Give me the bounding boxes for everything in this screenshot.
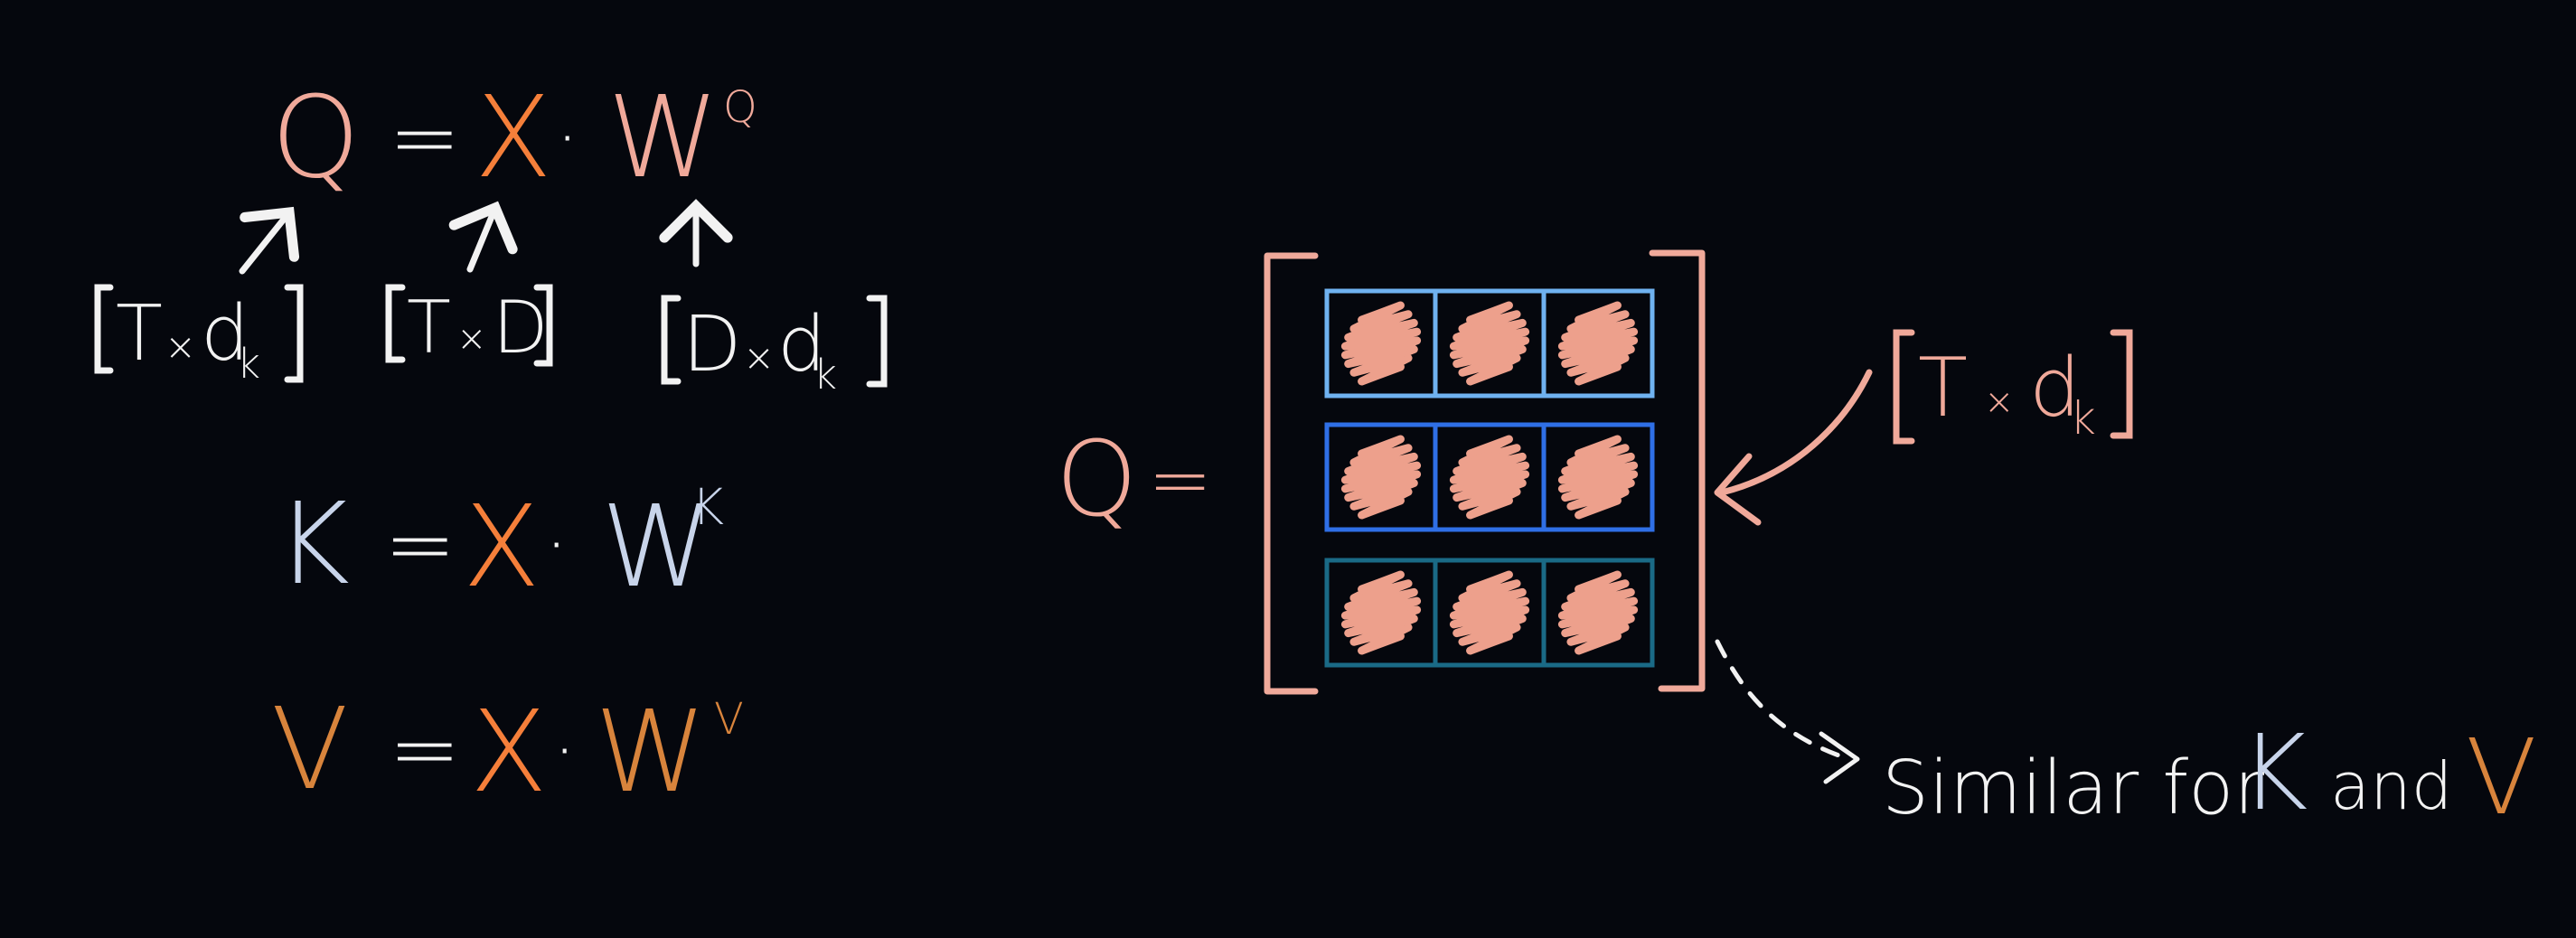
matrix-equation: Q =	[1056, 419, 1212, 540]
arrow-to-x	[448, 201, 518, 273]
matrix-equals: =	[1148, 436, 1212, 525]
matrix-lhs: Q	[1056, 419, 1138, 540]
note: Similar for K and V	[1882, 713, 2537, 839]
q-w: W	[607, 72, 719, 203]
dim-x-a: T	[407, 286, 451, 370]
k-w-superscript: K	[691, 478, 724, 536]
bracket-right	[284, 284, 304, 383]
note-k: K	[2240, 713, 2308, 834]
note-and: and	[2330, 748, 2452, 824]
matrix-cell-fill	[1571, 318, 1625, 369]
arrow-to-q	[239, 206, 300, 275]
q-equals: =	[389, 89, 461, 188]
matrix-dim-arrow	[1714, 369, 1873, 526]
dim-label-w: D × d k	[661, 295, 888, 399]
dim-x-op: ×	[456, 318, 487, 360]
q-w-superscript: Q	[723, 82, 757, 133]
dim-label-q: T × d k	[94, 284, 304, 388]
k-lhs: K	[276, 479, 350, 610]
matrix-cell-fill	[1354, 318, 1408, 369]
equation-k: K = X · W K	[276, 478, 724, 613]
bracket-left	[385, 284, 406, 363]
q-x: X	[475, 72, 552, 203]
note-arrow	[1715, 639, 1860, 784]
bracket-right	[533, 284, 553, 367]
dim-q-sub: k	[237, 340, 260, 388]
bracket-left	[94, 284, 114, 374]
k-dot: ·	[545, 502, 568, 586]
v-dot: ·	[553, 708, 576, 793]
matrix-row	[1324, 288, 1655, 399]
k-equals: =	[384, 495, 456, 595]
matrix-row	[1324, 558, 1655, 668]
dim-w-a: D	[682, 300, 741, 389]
matrix-cell-fill	[1571, 587, 1625, 638]
matrix-cell-fill	[1462, 318, 1517, 369]
matrix-row	[1324, 422, 1655, 532]
v-w-superscript: V	[714, 694, 744, 745]
bracket-right	[2110, 329, 2133, 439]
equation-v: V = X · W V	[271, 684, 744, 818]
matrix-cell-fill	[1462, 452, 1517, 502]
matrix-dim-sub: k	[2070, 392, 2096, 445]
dim-label-x: T × D	[385, 284, 553, 370]
bracket-right	[866, 295, 888, 388]
dim-x-b: D	[493, 286, 549, 370]
dim-q-a: T	[116, 289, 163, 379]
v-equals: =	[389, 700, 461, 800]
dim-w-b: d	[777, 300, 826, 389]
v-x: X	[470, 687, 548, 818]
dim-q-op: ×	[165, 324, 196, 369]
dim-q-b: d	[201, 289, 249, 379]
matrix-cell-fill	[1462, 587, 1517, 638]
equation-q: Q = X · W Q	[271, 72, 757, 203]
matrix-cell-fill	[1571, 452, 1625, 502]
note-prefix: Similar for	[1882, 746, 2264, 831]
q-dot: ·	[556, 96, 578, 180]
matrix-dim-op: ×	[1984, 381, 2015, 423]
matrix-dim-b: d	[2029, 341, 2081, 436]
matrix-bracket-left	[1264, 252, 1319, 695]
k-x: X	[463, 482, 541, 613]
q-dimension-arrows	[239, 199, 733, 275]
k-w: W	[601, 482, 713, 613]
dim-w-sub: k	[813, 351, 837, 399]
matrix-cell-fill	[1354, 452, 1408, 502]
matrix-dim-a: T	[1918, 341, 1968, 436]
matrix-cell-fill	[1354, 587, 1408, 638]
matrix-dim-label: T × d k	[1893, 329, 2133, 445]
matrix-grid	[1324, 288, 1655, 668]
matrix-bracket-right	[1649, 249, 1706, 692]
note-v: V	[2466, 718, 2537, 839]
dim-w-op: ×	[743, 335, 775, 380]
matrix-brackets	[1264, 249, 1706, 695]
bracket-left	[661, 295, 682, 385]
bracket-left	[1893, 329, 1915, 445]
v-w: W	[595, 687, 707, 818]
q-lhs: Q	[271, 72, 360, 203]
v-lhs: V	[271, 684, 349, 815]
